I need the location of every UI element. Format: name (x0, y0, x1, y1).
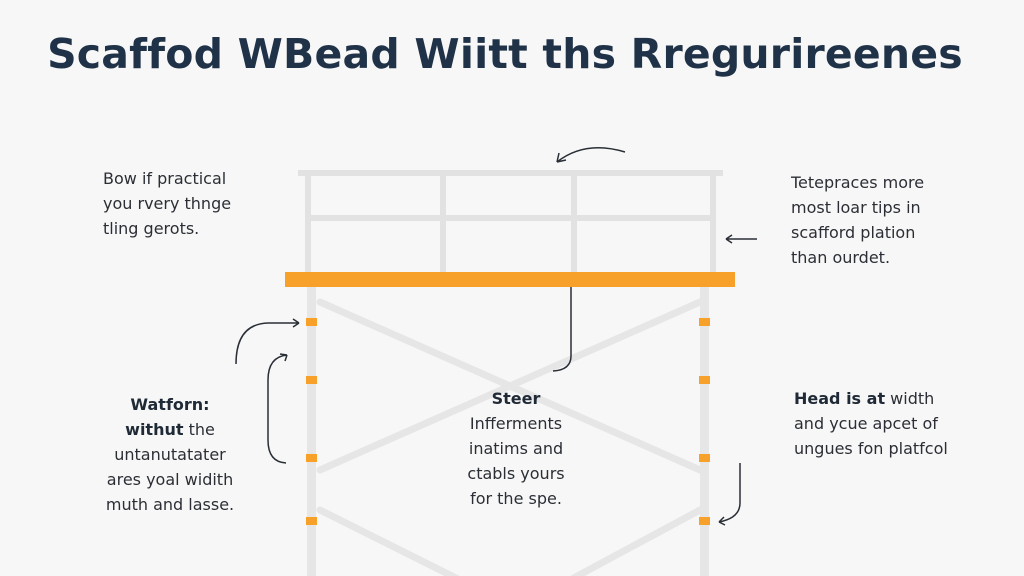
note-line: Infferments (469, 414, 563, 433)
note-line: Tetepraces more (791, 173, 925, 192)
note-line: ares yoal widith (106, 470, 234, 489)
note-heading: Steer (491, 389, 541, 408)
note-line: scafford plation (791, 223, 916, 242)
note-line: you rvery thnge (103, 194, 232, 213)
note-line: Bow if practical (103, 169, 227, 188)
note-text: width (885, 389, 935, 408)
note-top-left: Bow if practical you rvery thnge tling g… (103, 166, 231, 241)
note-line: for the spe. (470, 489, 562, 508)
note-line: ungues fon platfcol (794, 439, 948, 458)
scaffold-legs (307, 287, 709, 576)
note-text: the (183, 420, 215, 439)
platform-plank (285, 272, 735, 287)
note-line: inatims and (468, 439, 564, 458)
note-heading: Watforn: (130, 395, 210, 414)
note-line: untanutatater (114, 445, 226, 464)
page-title: Scaffod WBead Wiitt ths Rregurireenes (47, 30, 963, 78)
note-line: and ycue apcet of (794, 414, 938, 433)
note-line: muth and lasse. (105, 495, 235, 514)
cross-braces (316, 298, 704, 576)
callout-arrows (235, 147, 757, 526)
note-left: Watforn: withut the untanutatater ares y… (90, 392, 250, 517)
note-center: Steer Infferments inatims and ctabls you… (436, 386, 596, 511)
leg-clamps (306, 318, 710, 525)
note-line: most loar tips in (791, 198, 921, 217)
guardrail (298, 170, 723, 272)
note-line: than ourdet. (791, 248, 891, 267)
note-bold: withut (125, 420, 184, 439)
note-right: Head is at width and ycue apcet of ungue… (794, 386, 948, 461)
note-bold: Head is at (794, 389, 886, 408)
note-top-right: Tetepraces more most loar tips in scaffo… (791, 170, 924, 270)
note-line: ctabls yours (467, 464, 565, 483)
note-line: tling gerots. (103, 219, 200, 238)
